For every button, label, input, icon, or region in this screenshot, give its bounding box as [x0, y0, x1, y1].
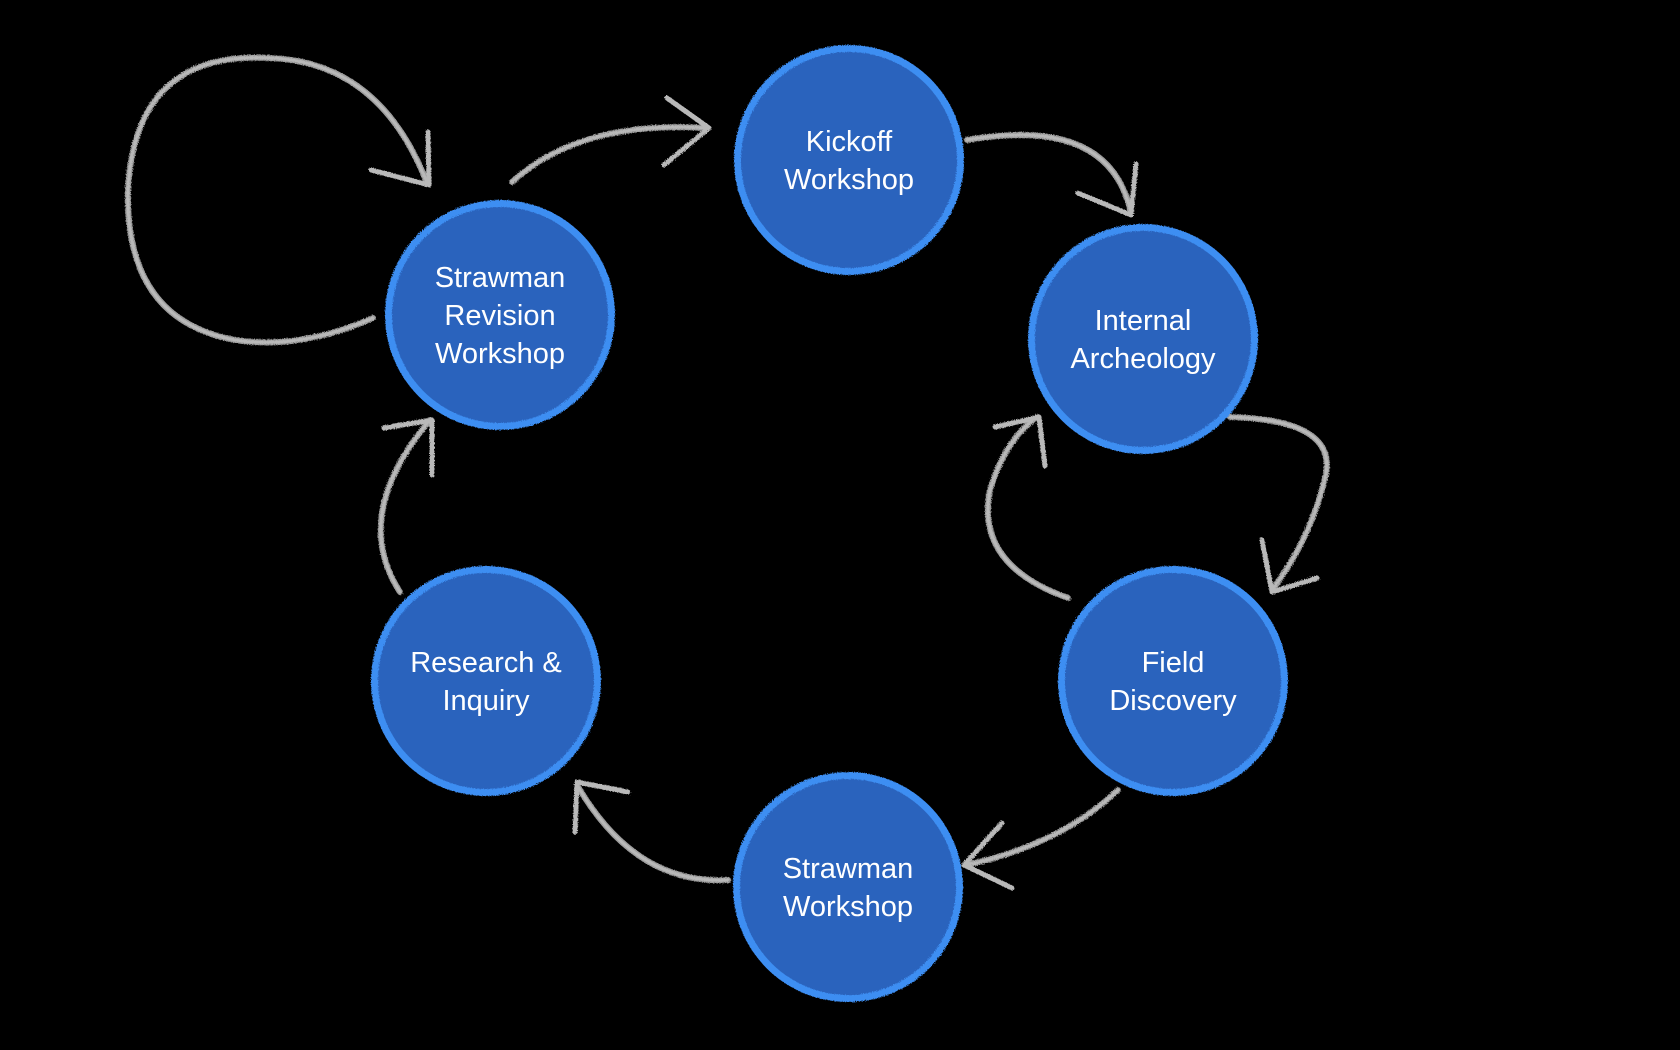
arrow-shaft [126, 56, 429, 344]
arrow-field-to-strawman [961, 787, 1121, 891]
arrow-head [961, 820, 1015, 891]
node-label: Archeology [1070, 343, 1216, 375]
arrow-strawman-to-research [572, 779, 731, 884]
nodes-layer: KickoffWorkshopInternalArcheologyFieldDi… [371, 45, 1288, 1002]
arrow-head [992, 414, 1048, 469]
arrow-head [368, 129, 432, 188]
node-circle [741, 52, 957, 268]
arrow-research-to-revision [377, 417, 435, 595]
arrow-shaft [575, 783, 730, 882]
arrow-kickoff-to-internal [964, 131, 1139, 218]
node-label: Field [1142, 647, 1205, 679]
arrow-head [381, 417, 435, 478]
arrow-revision-to-kickoff [509, 95, 712, 185]
node-circle [392, 207, 608, 423]
arrow-head [661, 95, 712, 168]
arrow-revision-to-revision [124, 54, 432, 346]
arrow-shaft [964, 131, 1134, 216]
arrow-shaft [124, 54, 430, 346]
arrow-head [572, 779, 631, 835]
node-label: Strawman [435, 262, 566, 294]
node-label: Discovery [1109, 685, 1237, 717]
edges-layer [124, 54, 1330, 891]
node-label: Internal [1095, 305, 1192, 337]
arrow-head [1259, 537, 1320, 595]
arrow-shaft [510, 125, 709, 184]
node-circle [378, 573, 594, 789]
arrow-shaft [379, 418, 432, 594]
arrow-shaft [986, 415, 1070, 600]
arrow-shaft [963, 787, 1121, 868]
arrow-shaft [965, 133, 1133, 215]
arrow-shaft [574, 782, 731, 884]
node-label: Inquiry [442, 685, 530, 717]
node-label: Strawman [783, 853, 914, 885]
node-label: Research & [410, 647, 562, 679]
node-circle [1065, 573, 1281, 789]
arrow-internal-to-field [1227, 414, 1330, 595]
node-label: Workshop [435, 338, 565, 370]
node-label: Workshop [784, 164, 914, 196]
arrow-head [1075, 161, 1139, 218]
node-circle [740, 779, 956, 995]
node-label: Revision [444, 300, 555, 332]
arrow-shaft [984, 414, 1071, 601]
arrow-shaft [1227, 414, 1330, 593]
node-label: Workshop [783, 891, 913, 923]
node-label: Kickoff [806, 126, 893, 158]
arrow-shaft [1228, 415, 1329, 592]
arrow-shaft [964, 788, 1120, 867]
arrow-field-to-internal [984, 414, 1071, 601]
node-circle [1035, 231, 1251, 447]
node-research: Research & Inquiry [371, 566, 601, 796]
